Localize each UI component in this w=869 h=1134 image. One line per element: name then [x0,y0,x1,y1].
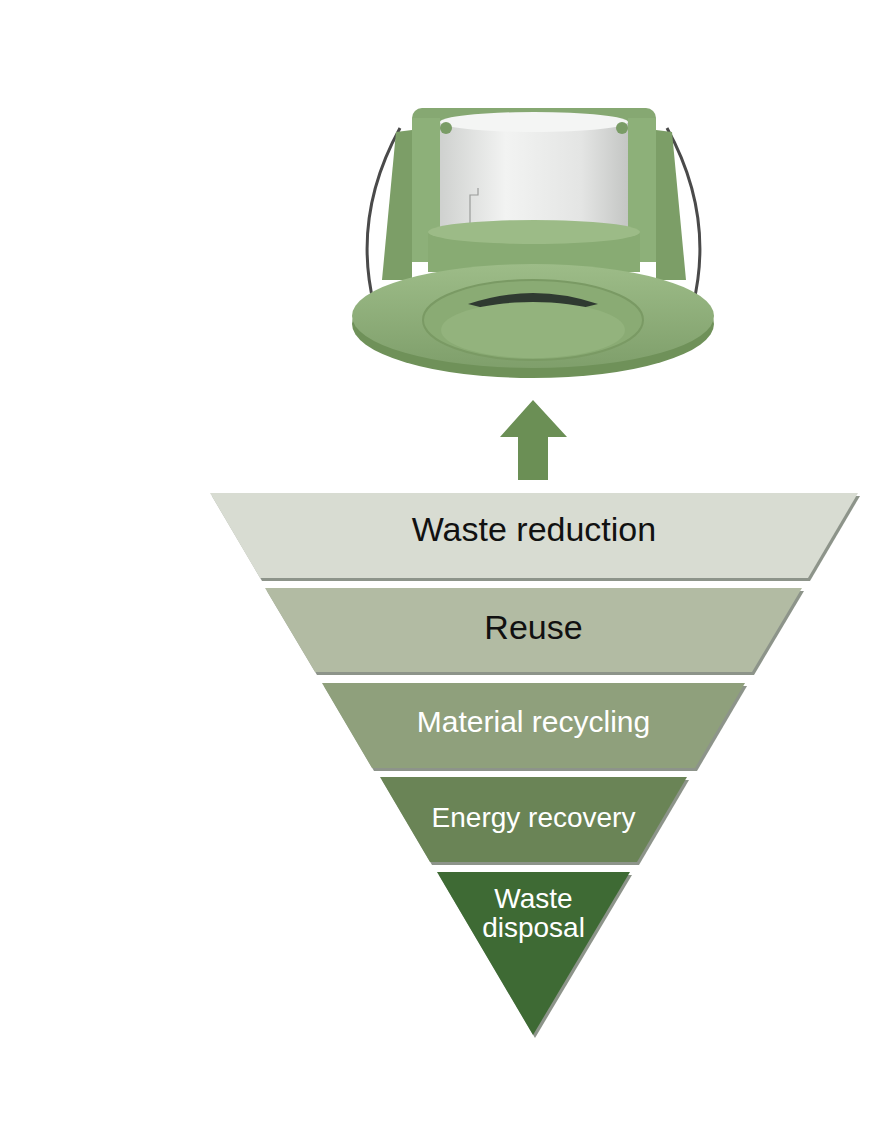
band-label: Reuse [334,610,734,646]
band-fill [437,872,630,1035]
up-arrow [500,400,567,480]
hierarchy-band: Energy recovery [380,777,687,862]
band-fill [210,493,858,578]
hierarchy-band: Waste disposal [437,872,630,1035]
band-label: Material recycling [374,706,694,738]
trim-flange [352,264,714,368]
band-label: Waste disposal [464,884,604,943]
bracket-frame [656,130,686,280]
hierarchy-band: Waste reduction [210,493,858,578]
band-label: Waste reduction [314,512,754,548]
bracket-frame [382,130,412,280]
band-label: Energy recovery [416,803,652,832]
hierarchy-band: Material recycling [322,683,745,768]
gimbal-ring [441,302,625,358]
hierarchy-band: Reuse [265,588,802,672]
driver-housing [440,112,628,132]
collar [428,220,640,244]
band-fill [265,588,802,672]
band-fill [380,777,687,862]
bracket-screw [440,122,452,134]
gimbal-ring [423,280,643,360]
band-fill [322,683,745,768]
bracket-screw [616,122,628,134]
